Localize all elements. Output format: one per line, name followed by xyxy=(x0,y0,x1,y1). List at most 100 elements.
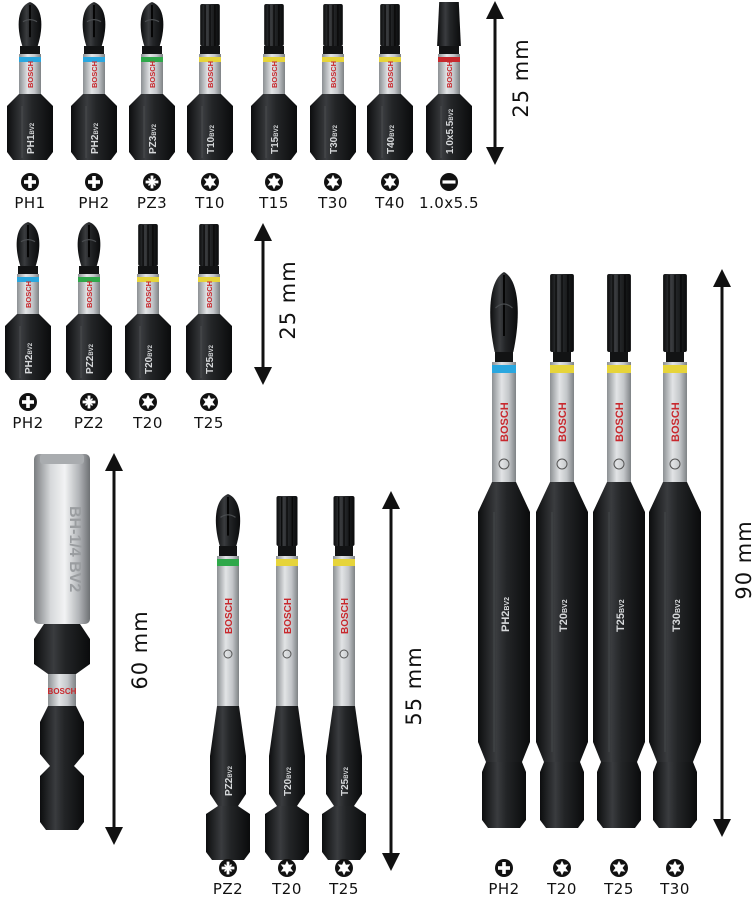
size-code: T30BV2 xyxy=(329,124,340,154)
mid-label-0: PZ2 xyxy=(193,858,263,898)
drive-type-label: PH2 xyxy=(488,880,520,898)
color-band xyxy=(379,57,401,62)
brand-mark: BOSCH xyxy=(340,598,351,634)
row1-label-7: 1.0x5.5 xyxy=(414,172,484,212)
color-band xyxy=(263,57,285,62)
torx-icon xyxy=(175,172,245,194)
row2-dimension-label: 25 mm xyxy=(276,260,300,340)
row2-label-1: PZ2 xyxy=(54,392,124,432)
brand-mark: BOSCH xyxy=(24,281,33,308)
brand-mark: BOSCH xyxy=(148,61,157,88)
size-code: PZ2BV2 xyxy=(85,343,96,374)
row2-label-0: PH2 xyxy=(0,392,63,432)
brand-mark: BOSCH xyxy=(205,281,214,308)
size-code: T25BV2 xyxy=(340,766,351,796)
brand-mark: BOSCH xyxy=(224,598,235,634)
size-code: T40BV2 xyxy=(386,124,397,154)
phillips-icon xyxy=(0,172,65,194)
drive-type-label: T20 xyxy=(272,880,302,898)
drive-type-label: T25 xyxy=(329,880,359,898)
row2-3-bit: BOSCH T25BV2 xyxy=(186,224,232,380)
brand-mark: BOSCH xyxy=(499,402,511,442)
brand-mark: BOSCH xyxy=(386,61,395,88)
brand-mark: BOSCH xyxy=(670,402,682,442)
size-code: PH2BV2 xyxy=(90,122,101,154)
color-band xyxy=(322,57,344,62)
torx-icon xyxy=(113,392,183,414)
color-band xyxy=(137,277,159,282)
size-code: T20BV2 xyxy=(283,766,294,796)
torx-icon xyxy=(239,172,309,194)
row1-label-2: PZ3 xyxy=(117,172,187,212)
mid-label-2: T25 xyxy=(309,858,379,898)
row1-5-bit: BOSCH T30BV2 xyxy=(310,4,356,160)
brand-mark: BOSCH xyxy=(329,61,338,88)
drive-type-label: 1.0x5.5 xyxy=(418,194,480,212)
drive-type-label: PH2 xyxy=(12,414,44,432)
color-band xyxy=(198,277,220,282)
mid-2-bit: BOSCH T25BV2 xyxy=(322,496,366,860)
row1-label-0: PH1 xyxy=(0,172,65,212)
color-band xyxy=(333,559,355,566)
size-code: T15BV2 xyxy=(270,124,281,154)
row2-label-3: T25 xyxy=(174,392,244,432)
color-band xyxy=(438,57,460,62)
long-label-2: T25 xyxy=(584,858,654,898)
brand-mark: BOSCH xyxy=(85,281,94,308)
brand-mark: BOSCH xyxy=(445,61,454,88)
drive-type-label: T20 xyxy=(133,414,163,432)
brand-mark: BOSCH xyxy=(144,281,153,308)
row2-1-bit: BOSCH PZ2BV2 xyxy=(66,222,112,380)
slotted-icon xyxy=(414,172,484,194)
phillips-icon xyxy=(0,392,63,414)
size-code: PH1BV2 xyxy=(26,122,37,154)
mid-dimension-label: 55 mm xyxy=(402,646,426,726)
size-code: PZ3BV2 xyxy=(148,123,159,154)
row1-label-3: T10 xyxy=(175,172,245,212)
drive-type-label: PZ2 xyxy=(73,414,105,432)
size-code: 1.0x5.5BV2 xyxy=(445,108,456,154)
drive-type-label: T15 xyxy=(259,194,289,212)
row1-7-bit: BOSCH 1.0x5.5BV2 xyxy=(426,2,472,160)
pozidriv-icon xyxy=(117,172,187,194)
pozidriv-icon xyxy=(193,858,263,880)
drive-type-label: T40 xyxy=(375,194,405,212)
long-dimension-label: 90 mm xyxy=(732,520,752,600)
row1-label-4: T15 xyxy=(239,172,309,212)
drive-type-label: PH2 xyxy=(78,194,110,212)
color-band xyxy=(550,365,574,373)
color-band xyxy=(78,277,100,282)
color-band xyxy=(217,559,239,566)
phillips-icon xyxy=(59,172,129,194)
torx-icon xyxy=(355,172,425,194)
torx-icon xyxy=(252,858,322,880)
torx-icon xyxy=(309,858,379,880)
drive-type-label: T20 xyxy=(547,880,577,898)
size-code: PH2BV2 xyxy=(24,342,35,374)
size-code: T25BV2 xyxy=(205,344,216,374)
drive-type-label: T30 xyxy=(660,880,690,898)
drive-type-label: T25 xyxy=(604,880,634,898)
color-band xyxy=(663,365,687,373)
torx-icon xyxy=(527,858,597,880)
color-band xyxy=(141,57,163,62)
drive-type-label: PZ2 xyxy=(212,880,244,898)
row1-label-1: PH2 xyxy=(59,172,129,212)
holder-etching: BH-1/4 BV2 xyxy=(66,506,83,592)
torx-icon xyxy=(584,858,654,880)
torx-icon xyxy=(298,172,368,194)
brand-mark: BOSCH xyxy=(26,61,35,88)
drive-type-label: T10 xyxy=(195,194,225,212)
brand-mark: BOSCH xyxy=(557,402,569,442)
phillips-icon xyxy=(469,858,539,880)
row2-0-bit: BOSCH PH2BV2 xyxy=(5,222,51,380)
